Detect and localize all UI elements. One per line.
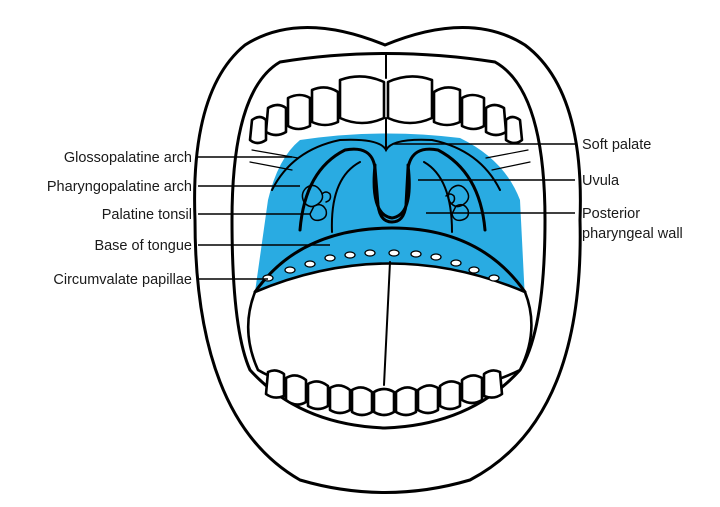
right-tonsil-icon: [445, 184, 470, 222]
label-pharyngopalatine-arch: Pharyngopalatine arch: [47, 179, 192, 195]
label-base-of-tongue: Base of tongue: [94, 238, 192, 254]
label-circumvalate-papillae: Circumvalate papillae: [53, 272, 192, 288]
label-posterior-pharyngeal-wall-2: pharyngeal wall: [582, 226, 683, 242]
lower-teeth: [264, 369, 504, 417]
upper-teeth: [248, 75, 524, 145]
leader-lines-left: [198, 156, 330, 280]
label-palatine-tonsil: Palatine tonsil: [102, 207, 192, 223]
papillae: [262, 249, 500, 282]
tongue-midline: [383, 261, 391, 386]
lips-outline: [193, 26, 582, 494]
label-posterior-pharyngeal-wall-1: Posterior: [582, 206, 640, 222]
inner-arch-line: [330, 161, 453, 233]
leader-lines-right: [394, 143, 575, 214]
mouth-opening: [230, 52, 547, 430]
label-glossopalatine-arch: Glossopalatine arch: [64, 150, 192, 166]
label-uvula: Uvula: [582, 173, 620, 189]
tongue-base-curve: [253, 226, 527, 294]
label-soft-palate: Soft palate: [582, 137, 651, 153]
uvula-shape: [372, 163, 411, 220]
pharyngopalatine-arch-shape: [298, 147, 487, 232]
left-tonsil-icon: [301, 184, 332, 222]
